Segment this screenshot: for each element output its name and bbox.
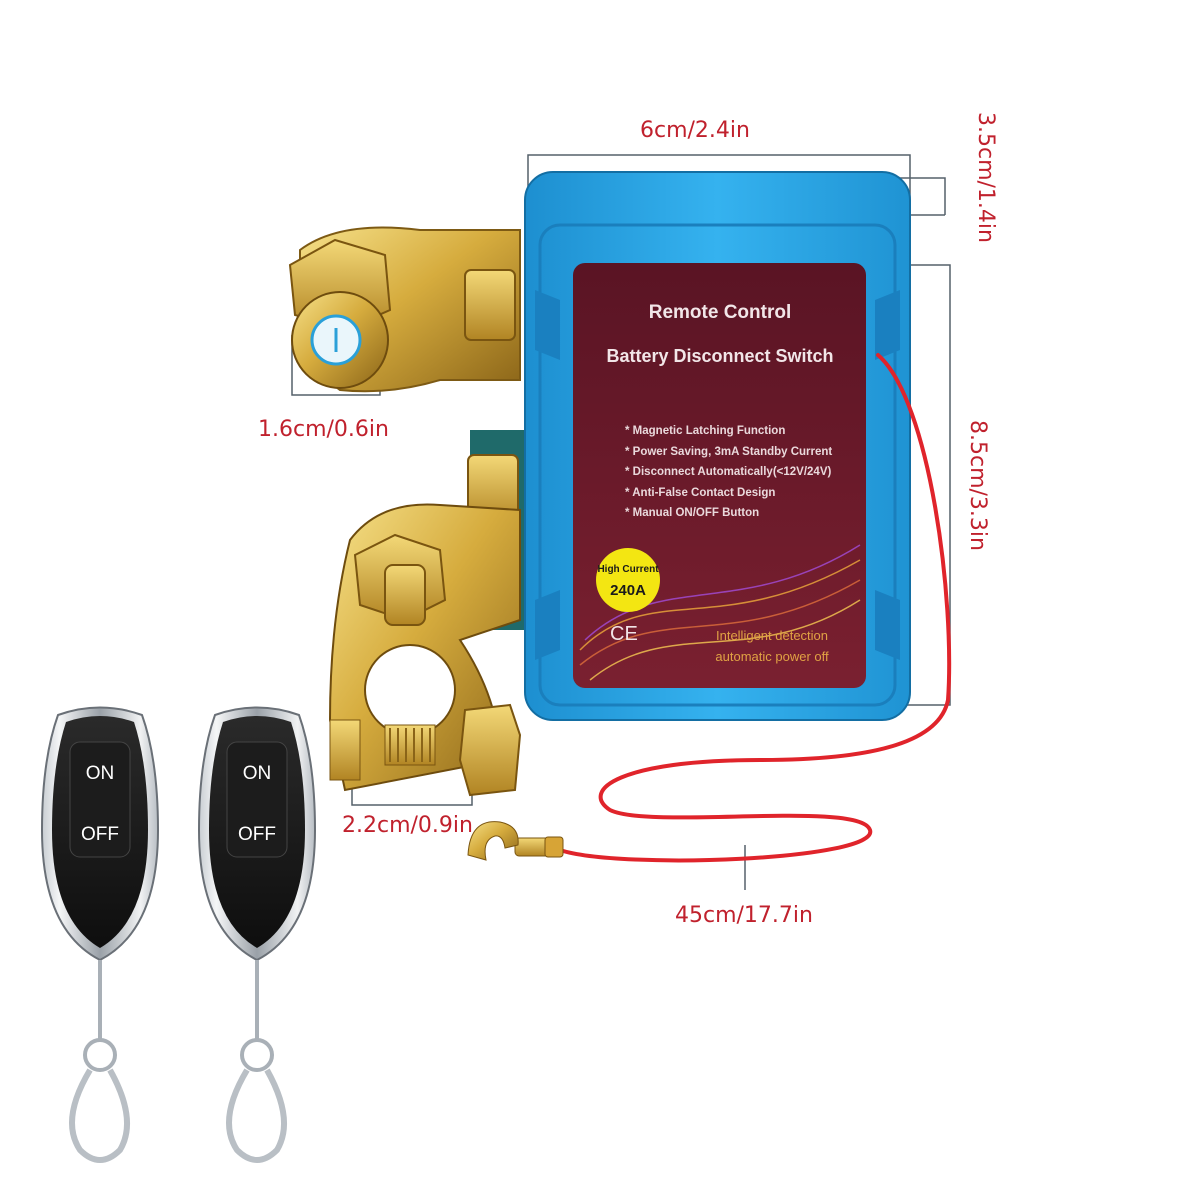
dimension-height-upper-label: 3.5cm/1.4in xyxy=(973,112,998,243)
dimension-terminal-small-label: 1.6cm/0.6in xyxy=(258,417,389,442)
panel-title-line2: Battery Disconnect Switch xyxy=(606,346,833,366)
dimension-width-label: 6cm/2.4in xyxy=(640,118,750,143)
dimension-cable-length-label: 45cm/17.7in xyxy=(675,903,813,928)
high-current-badge xyxy=(596,548,660,612)
tagline-line1: Intelligent detection xyxy=(716,628,828,643)
badge-top-text: High Current xyxy=(597,564,659,575)
upper-terminal xyxy=(288,226,521,393)
remote-control-1: ON OFF xyxy=(40,706,160,1163)
ce-mark: CE xyxy=(610,623,638,645)
remote-1-on-label: ON xyxy=(86,763,115,784)
feature-item: * Power Saving, 3mA Standby Current xyxy=(625,446,832,458)
feature-item: * Magnetic Latching Function xyxy=(625,425,785,437)
remote-2-off-label: OFF xyxy=(238,824,276,845)
remote-1-off-label: OFF xyxy=(81,824,119,845)
remote-control-2: ON OFF xyxy=(197,706,317,1163)
panel-title-line1: Remote Control xyxy=(649,302,792,323)
dimension-terminal-clamp-label: 2.2cm/0.9in xyxy=(342,813,473,838)
feature-item: * Anti-False Contact Design xyxy=(625,487,775,499)
label-panel: Remote Control Battery Disconnect Switch… xyxy=(573,263,866,688)
feature-item: * Manual ON/OFF Button xyxy=(625,507,759,519)
remote-2-on-label: ON xyxy=(243,763,272,784)
tagline-line2: automatic power off xyxy=(715,649,829,664)
feature-item: * Disconnect Automatically(<12V/24V) xyxy=(625,466,831,478)
ring-terminal xyxy=(467,821,564,861)
lower-clamp-terminal xyxy=(328,430,530,797)
badge-value-text: 240A xyxy=(610,582,646,599)
dimension-height-side-label: 8.5cm/3.3in xyxy=(965,420,990,551)
red-cable xyxy=(546,353,952,863)
